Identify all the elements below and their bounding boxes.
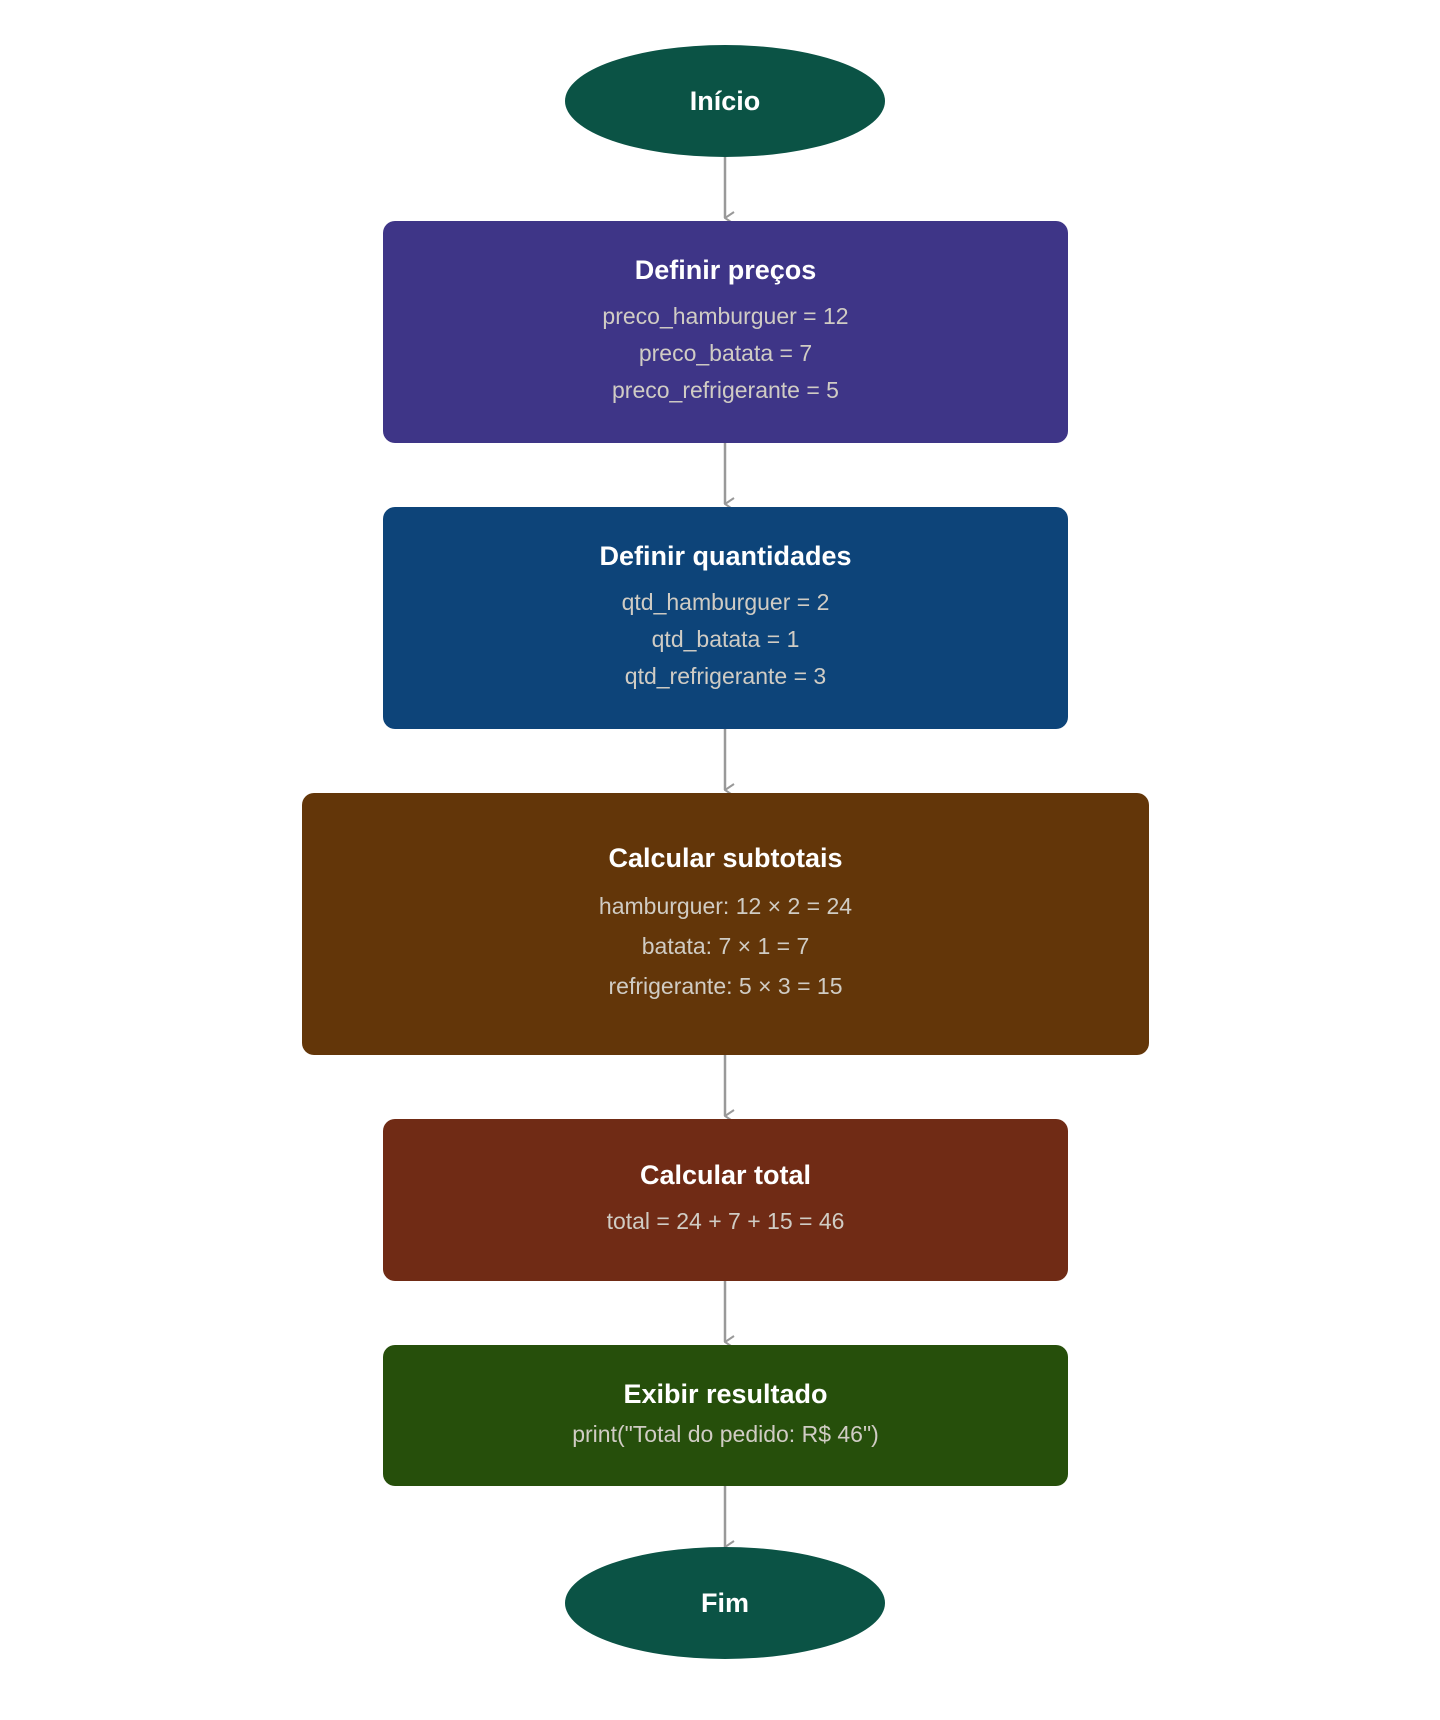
step-line: qtd_hamburguer = 2	[621, 589, 830, 615]
step-calculate-subtotals: Calcular subtotais hamburguer: 12 × 2 = …	[302, 793, 1149, 1055]
step-title: Definir quantidades	[599, 541, 852, 571]
step-title: Calcular subtotais	[608, 842, 843, 873]
step-line: preco_refrigerante = 5	[612, 377, 839, 403]
start-node: Início	[565, 45, 885, 157]
step-line: hamburguer: 12 × 2 = 24	[598, 892, 853, 919]
step-line: refrigerante: 5 × 3 = 15	[608, 972, 843, 999]
step-title: Definir preços	[634, 255, 817, 285]
step-line: qtd_refrigerante = 3	[624, 663, 827, 689]
step-line: total = 24 + 7 + 15 = 46	[606, 1208, 845, 1234]
step-show-result: Exibir resultado print("Total do pedido:…	[383, 1345, 1068, 1486]
end-label: Fim	[700, 1587, 749, 1618]
step-line: preco_hamburguer = 12	[602, 303, 849, 329]
step-line: qtd_batata = 1	[651, 626, 800, 652]
step-line: print("Total do pedido: R$ 46")	[572, 1420, 879, 1447]
start-label: Início	[689, 85, 761, 116]
step-title: Calcular total	[639, 1160, 812, 1190]
step-define-quantities: Definir quantidades qtd_hamburguer = 2 q…	[383, 507, 1068, 729]
step-line: batata: 7 × 1 = 7	[641, 932, 810, 959]
step-calculate-total: Calcular total total = 24 + 7 + 15 = 46	[383, 1119, 1068, 1281]
step-line: preco_batata = 7	[638, 340, 813, 366]
end-node: Fim	[565, 1547, 885, 1659]
step-title: Exibir resultado	[623, 1378, 828, 1409]
step-define-prices: Definir preços preco_hamburguer = 12 pre…	[383, 221, 1068, 443]
